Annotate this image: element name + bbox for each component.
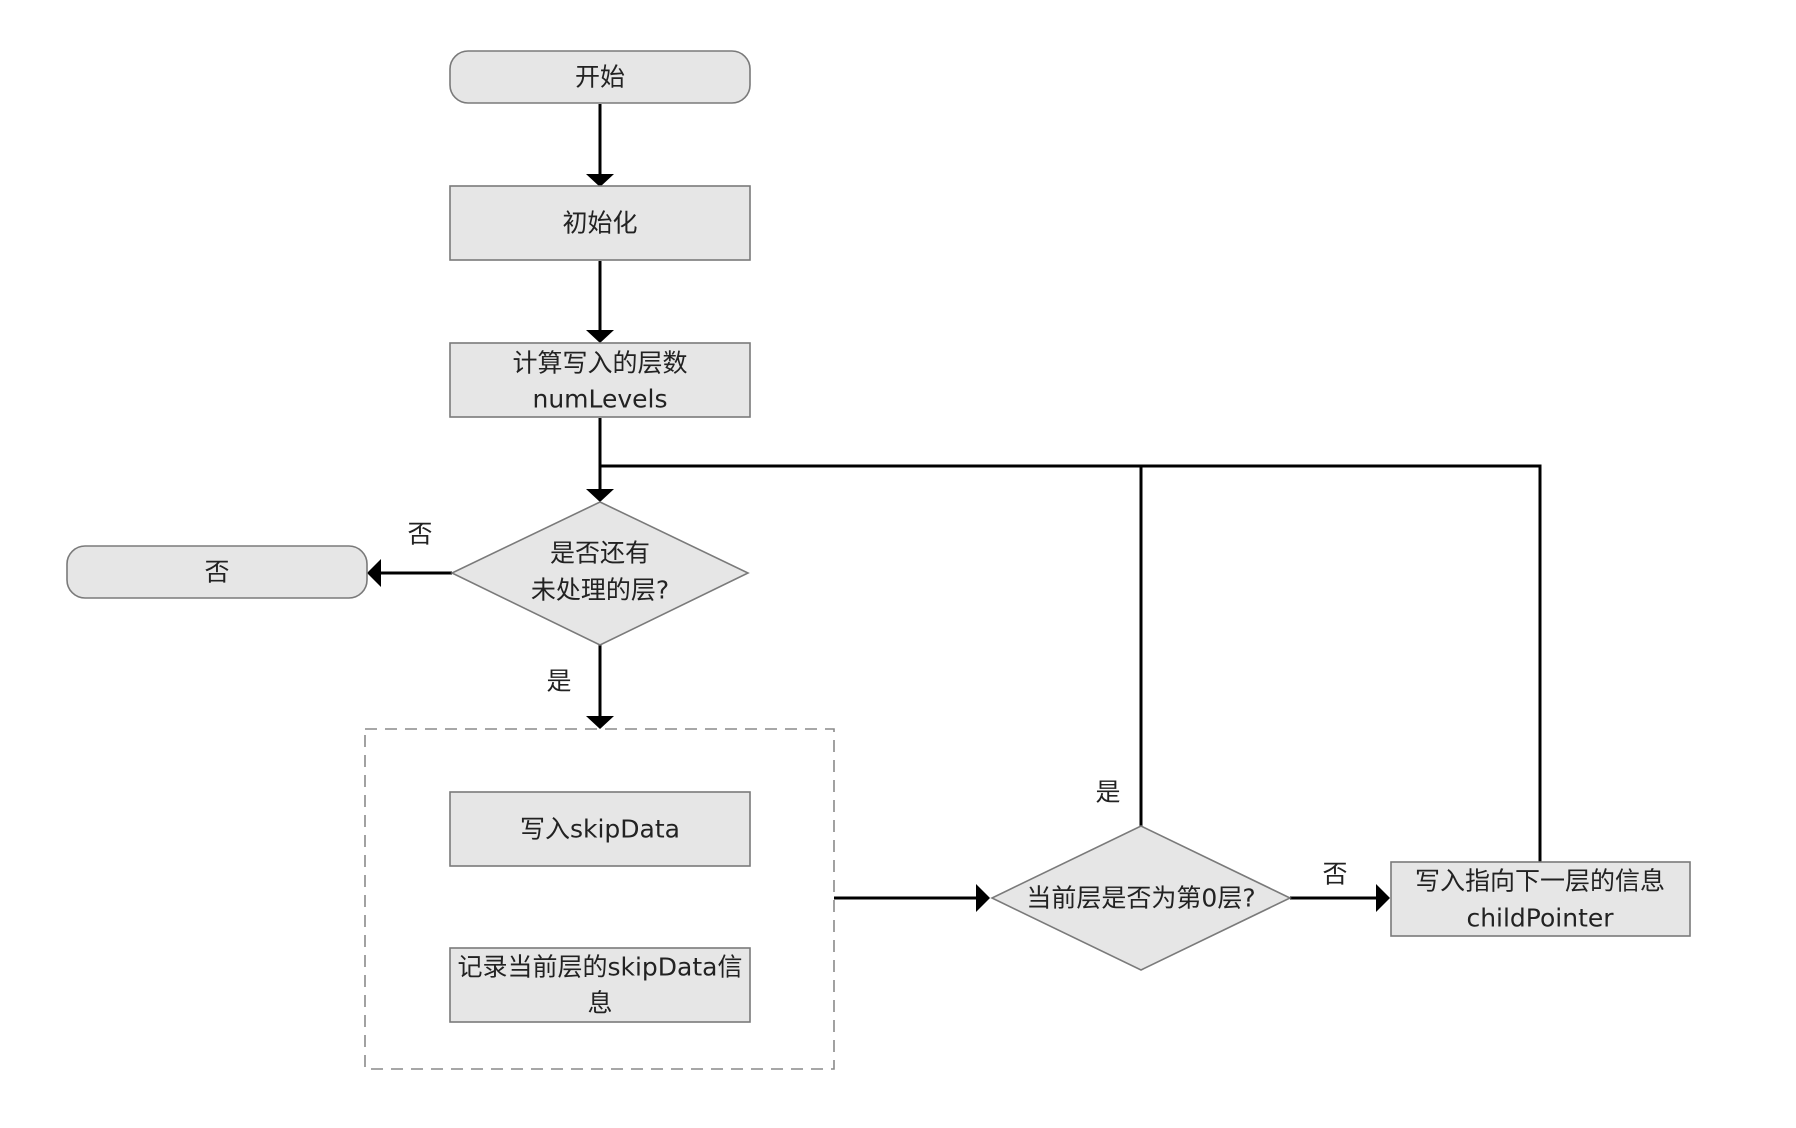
write-skipdata-label: 写入skipData [520,815,680,844]
is-level0-label: 当前层是否为第0层? [1026,884,1255,913]
write-childpointer-label-line1: 写入指向下一层的信息 [1415,867,1665,896]
init-node-label: 初始化 [562,209,637,238]
write-childpointer-node [1390,861,1691,937]
arrowhead-init [586,174,614,187]
edge-label-has-levels-no: 否 [407,520,432,549]
is-level0-decision [990,825,1292,971]
write-skipdata-group [364,728,835,1070]
record-skipdata-label-line2: 息 [587,989,612,1018]
init-node [449,185,751,261]
has-levels-decision [450,501,750,646]
edge-label-level0-no: 否 [1322,860,1347,889]
end-node [66,545,368,599]
arrowhead-calc [586,330,614,343]
record-skipdata-label-line1: 记录当前层的skipData信 [457,953,742,982]
end-node-label: 否 [204,558,229,587]
arrowhead-end [367,559,381,587]
has-levels-label-line1: 是否还有 [550,539,650,568]
calc-levels-label-line1: 计算写入的层数 [512,349,687,378]
calc-levels-node [449,342,751,418]
record-skipdata-node [449,947,751,1023]
arrowhead-group [586,716,614,729]
calc-levels-label-line2: numLevels [532,385,667,414]
edge-childpointer-loop [1141,464,1542,862]
arrowhead-decision [586,489,614,502]
arrowhead-child [1376,884,1390,912]
write-skipdata-node [449,791,751,867]
edge-label-has-levels-yes: 是 [546,667,571,696]
write-childpointer-label-line2: childPointer [1466,904,1614,933]
has-levels-label-line2: 未处理的层? [531,576,669,605]
start-node [449,50,751,104]
arrowhead-level0 [976,884,990,912]
start-node-label: 开始 [575,63,625,92]
edge-label-level0-yes: 是 [1095,778,1120,807]
edge-level0-yes-loop [600,464,1143,826]
